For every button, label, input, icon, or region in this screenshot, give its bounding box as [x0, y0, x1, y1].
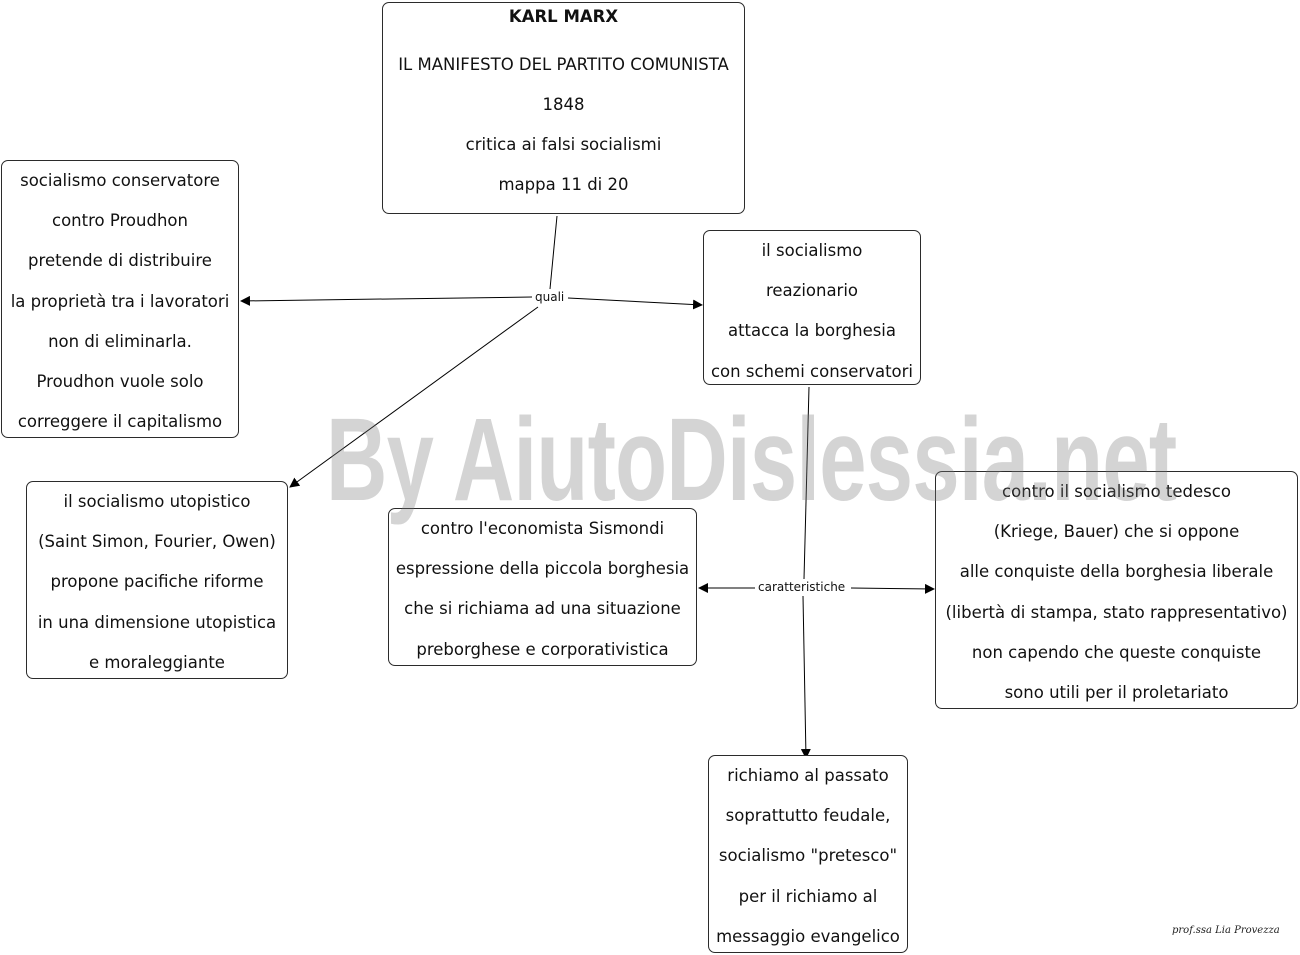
edge-caratteristiche-to-passato	[800, 595, 811, 759]
node-sismondi-line: espressione della piccola borghesia	[395, 559, 690, 579]
node-socialismo-conservatore: socialismo conservatore contro Proudhon pr…	[1, 160, 239, 438]
node-socialismo-conservatore-line: contro Proudhon	[52, 211, 188, 231]
node-socialismo-tedesco-line: sono utili per il proletariato	[1004, 683, 1229, 703]
node-socialismo-reazionario: il socialismo reazionario attacca la borgh…	[703, 230, 921, 385]
node-richiamo-passato-line: soprattutto feudale,	[725, 806, 891, 826]
node-socialismo-tedesco-line: non capendo che queste conquiste	[971, 642, 1262, 662]
node-karl-marx-line: mappa 11 di 20	[498, 175, 629, 194]
node-karl-marx: KARL MARX IL MANIFESTO DEL PARTITO COMUN…	[382, 2, 745, 214]
node-socialismo-utopistico: il socialismo utopistico (Saint Simon, Fo…	[26, 481, 288, 679]
edge-central-to-quali	[549, 215, 558, 290]
node-socialismo-conservatore-line: pretende di distribuire	[28, 251, 212, 271]
author-signature: prof.ssa Lia Provezza	[1172, 925, 1280, 936]
edge-reazionario-to-caratteristiche	[803, 386, 810, 580]
node-socialismo-utopistico-line: il socialismo utopistico	[63, 492, 251, 511]
node-socialismo-conservatore-line: non di eliminarla.	[48, 331, 192, 351]
node-richiamo-passato-line: richiamo al passato	[727, 766, 889, 785]
edge-quali-to-utopistico	[289, 306, 539, 488]
edge-caratteristiche-to-tedesco	[850, 583, 935, 594]
edge-quali-to-conservatore	[240, 295, 533, 306]
edge-quali-to-reazionario	[567, 297, 703, 310]
link-label-quali: quali	[533, 290, 567, 304]
node-karl-marx-line: IL MANIFESTO DEL PARTITO COMUNISTA	[398, 55, 729, 74]
node-socialismo-tedesco-line: contro il socialismo tedesco	[1002, 482, 1231, 501]
node-socialismo-conservatore-line: la proprietà tra i lavoratori	[10, 291, 230, 311]
node-sismondi: contro l'economista Sismondi espressione …	[388, 508, 697, 666]
node-socialismo-utopistico-line: (Saint Simon, Fourier, Owen)	[38, 532, 276, 552]
node-socialismo-reazionario-line: con schemi conservatori	[710, 361, 913, 381]
node-karl-marx-line: 1848	[542, 95, 585, 114]
node-socialismo-reazionario-line: il socialismo	[761, 241, 863, 260]
node-socialismo-utopistico-line: in una dimensione utopistica	[37, 612, 277, 632]
node-sismondi-line: preborghese e corporativistica	[416, 639, 669, 659]
node-socialismo-utopistico-line: e moraleggiante	[89, 652, 225, 672]
link-label-caratteristiche: caratteristiche	[756, 580, 848, 594]
node-karl-marx-line: critica ai falsi socialismi	[465, 135, 662, 154]
node-richiamo-passato: richiamo al passato soprattutto feudale, s…	[708, 755, 908, 953]
node-richiamo-passato-line: socialismo "pretesco"	[718, 846, 898, 866]
node-socialismo-tedesco-line: (libertà di stampa, stato rappresentativ…	[945, 602, 1288, 622]
node-karl-marx-line	[383, 31, 744, 45]
node-socialismo-conservatore-line: socialismo conservatore	[20, 171, 220, 190]
node-richiamo-passato-line: per il richiamo al	[738, 886, 878, 906]
node-socialismo-tedesco-line: (Kriege, Bauer) che si oppone	[993, 522, 1240, 542]
node-socialismo-conservatore-line: correggere il capitalismo	[17, 412, 223, 432]
node-socialismo-conservatore-line: Proudhon vuole solo	[36, 372, 204, 392]
node-karl-marx-title: KARL MARX	[508, 7, 619, 26]
node-sismondi-line: contro l'economista Sismondi	[420, 519, 665, 538]
node-socialismo-tedesco-line: alle conquiste della borghesia liberale	[959, 562, 1274, 582]
node-richiamo-passato-line: messaggio evangelico	[716, 926, 900, 946]
node-socialismo-tedesco: contro il socialismo tedesco (Kriege, Bau…	[935, 471, 1298, 709]
node-sismondi-line: che si richiama ad una situazione	[404, 599, 681, 619]
node-socialismo-utopistico-line: propone pacifiche riforme	[50, 572, 264, 592]
node-socialismo-reazionario-line: reazionario	[765, 281, 859, 301]
node-socialismo-reazionario-line: attacca la borghesia	[727, 321, 897, 341]
